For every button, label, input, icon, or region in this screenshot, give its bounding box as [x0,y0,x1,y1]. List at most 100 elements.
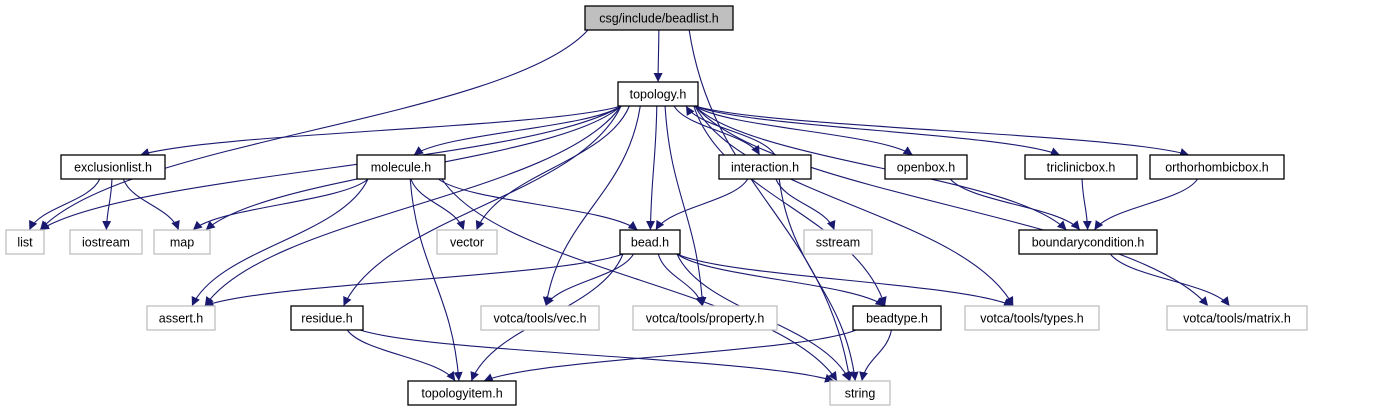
node-beadtype-label: beadtype.h [866,312,928,326]
edge-topology-to-interaction [673,105,761,156]
node-assert-label: assert.h [159,312,204,326]
edge-molecule-to-map [192,178,369,231]
node-molecule[interactable]: molecule.h [356,154,446,180]
node-types-label: votca/tools/types.h [980,312,1084,326]
edge-topology-to-residue [343,105,622,307]
node-interaction-label: interaction.h [731,161,799,175]
edge-residue-to-string [359,329,835,383]
node-iostream-box [69,229,143,255]
node-string: string [829,380,891,406]
edge-interaction-to-bead [655,178,749,231]
edge-topology-to-molecule [413,105,622,156]
edge-topology-to-openbox [694,105,913,156]
edge-bead-to-assert [204,253,624,308]
edge-bead-to-beadtype [676,253,885,307]
node-topologyitem-label: topologyitem.h [421,387,502,401]
edge-beadlist-to-topology [653,29,663,83]
node-vector-label: vector [450,236,484,250]
node-boundarycondition-label: boundarycondition.h [1032,236,1145,250]
edge-bead-to-vec [545,253,634,307]
node-bead-box [619,229,681,255]
node-assert: assert.h [146,305,216,331]
node-map-box [153,229,211,255]
node-orthorhombicbox-label: orthorhombicbox.h [1165,161,1269,175]
node-exclusionlist[interactable]: exclusionlist.h [60,154,166,180]
edge-molecule-to-string [441,178,838,382]
node-triclinicbox-box [1024,154,1138,180]
edge-molecule-to-bead [438,178,638,231]
edge-topology-to-exclusionlist [140,105,622,157]
node-residue[interactable]: residue.h [290,305,364,331]
node-map-label: map [170,236,194,250]
node-beadlist-box [584,5,734,31]
node-triclinicbox-label: triclinicbox.h [1047,161,1116,175]
edge-beadtype-to-string [859,329,892,382]
node-vector: vector [436,229,498,255]
node-interaction[interactable]: interaction.h [718,154,812,180]
edges-layer [28,29,1230,383]
node-beadlist-label: csg/include/beadlist.h [599,12,719,26]
edge-topology-to-vec [542,105,641,307]
node-vector-box [436,229,498,255]
node-molecule-box [356,154,446,180]
node-beadtype[interactable]: beadtype.h [852,305,942,331]
edge-beadlist-to-string [688,29,854,382]
node-property-box [632,305,778,331]
node-bead-label: bead.h [631,236,669,250]
edge-triclinicbox-to-boundarycondition [1081,178,1092,231]
node-matrix-label: votca/tools/matrix.h [1183,312,1291,326]
node-map: map [153,229,211,255]
node-openbox[interactable]: openbox.h [884,154,968,180]
edge-topology-to-matrix [694,105,1209,307]
edge-openbox-to-boundarycondition [949,178,1081,231]
edge-beadtype-to-topologyitem [483,329,857,382]
node-boundarycondition[interactable]: boundarycondition.h [1018,229,1158,255]
node-matrix: votca/tools/matrix.h [1166,305,1308,331]
node-topologyitem[interactable]: topologyitem.h [407,380,517,406]
node-list-box [5,229,45,255]
node-topology-label: topology.h [630,88,687,102]
edge-beadlist-to-list [39,29,589,231]
node-topology[interactable]: topology.h [617,81,699,107]
node-orthorhombicbox[interactable]: orthorhombicbox.h [1149,154,1285,180]
edge-bead-to-property [657,253,705,307]
node-iostream: iostream [69,229,143,255]
node-string-label: string [845,387,876,401]
edge-molecule-to-topologyitem [409,178,463,382]
edge-exclusionlist-to-iostream [102,178,113,231]
node-beadlist[interactable]: csg/include/beadlist.h [584,5,734,31]
node-sstream-box [803,229,873,255]
edge-molecule-to-vector [410,178,466,231]
edge-interaction-to-string [778,178,859,382]
edge-molecule-to-assert [191,178,369,307]
node-interaction-box [718,154,812,180]
node-types-box [964,305,1100,331]
node-vec-label: votca/tools/vec.h [493,312,586,326]
node-iostream-label: iostream [82,236,130,250]
node-beadtype-box [852,305,942,331]
node-sstream-label: sstream [816,236,860,250]
node-property-label: votca/tools/property.h [646,312,765,326]
node-exclusionlist-label: exclusionlist.h [74,161,152,175]
node-bead[interactable]: bead.h [619,229,681,255]
nodes-layer: csg/include/beadlist.h topology.h exclusio… [5,5,1308,406]
edge-boundarycondition-to-matrix [1109,253,1230,307]
node-list: list [5,229,45,255]
edge-orthorhombicbox-to-boundarycondition [1093,178,1199,231]
node-openbox-label: openbox.h [897,161,955,175]
node-triclinicbox[interactable]: triclinicbox.h [1024,154,1138,180]
node-topologyitem-box [407,380,517,406]
node-exclusionlist-box [60,154,166,180]
edge-bead-to-types [676,253,1014,307]
node-vec-box [480,305,600,331]
edge-topology-to-list [39,105,622,231]
edge-topology-to-triclinicbox [694,105,1061,156]
node-string-box [829,380,891,406]
node-types: votca/tools/types.h [964,305,1100,331]
edge-topology-to-property [664,105,707,307]
edge-topology-to-orthorhombicbox [694,105,1190,157]
edge-topology-to-beadtype [693,105,887,307]
edge-interaction-to-topology [685,105,776,156]
node-residue-label: residue.h [301,312,352,326]
